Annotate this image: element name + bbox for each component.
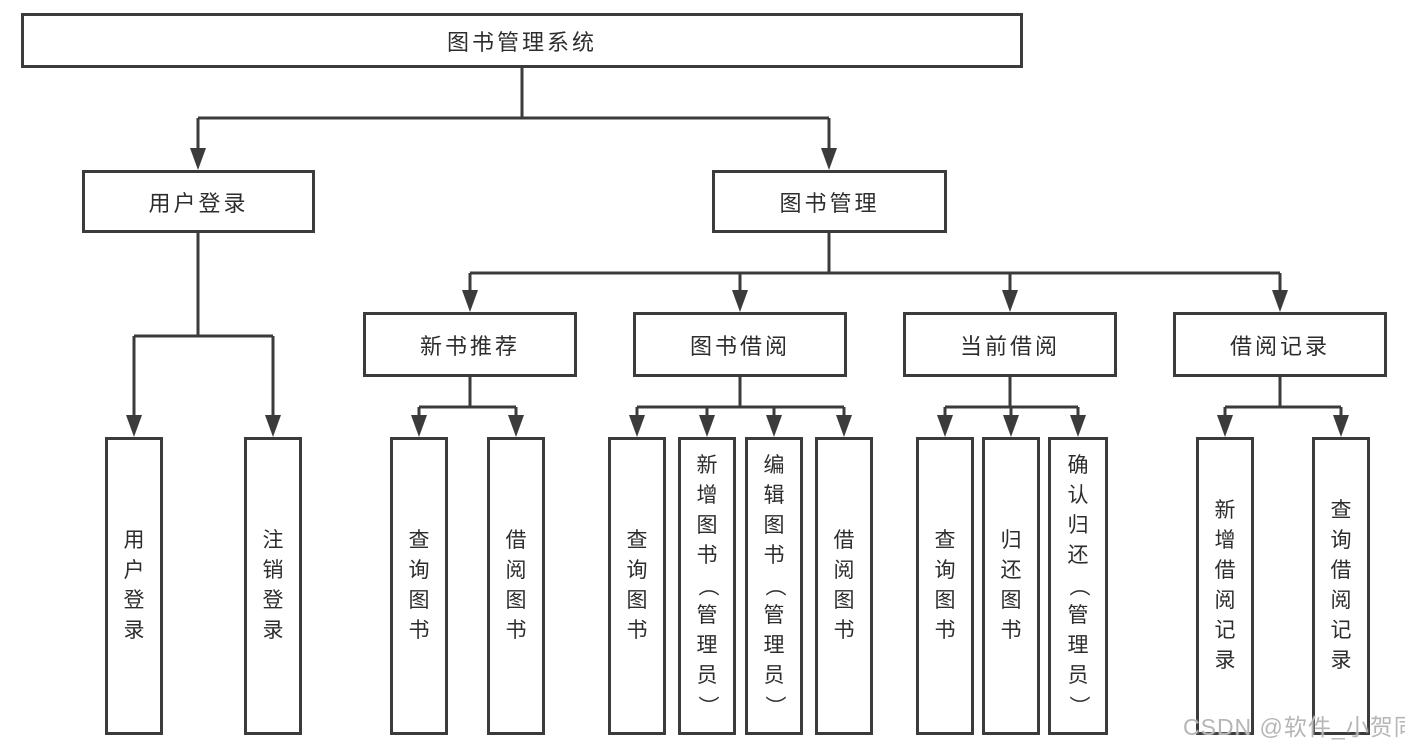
leaf-add-borrow-record: 新增借阅记录 [1196,437,1254,735]
leaf-query-borrow-record: 查询借阅记录 [1312,437,1370,735]
node-book-borrow-label: 图书借阅 [689,333,790,359]
leaf-add-borrow-record-label: 新增借阅记录 [1214,499,1236,672]
csdn-watermark: CSDN @软件_小贺同学 [1183,714,1405,740]
node-borrow-records-label: 借阅记录 [1229,333,1330,359]
leaf-query-books-borrow: 查询图书 [608,437,666,735]
leaf-edit-books-admin-label: 编辑图书（管理员） [763,454,786,717]
connector-bookmgmt-l3 [468,233,1282,292]
node-user-login-label: 用户登录 [148,190,249,216]
leaf-user-login: 用户登录 [105,437,163,735]
leaf-add-books-admin-label: 新增图书（管理员） [696,454,719,717]
node-current-borrow: 当前借阅 [903,312,1117,377]
leaf-query-borrow-record-label: 查询借阅记录 [1330,499,1352,672]
node-new-book-recommend-label: 新书推荐 [419,333,520,359]
node-book-management-label: 图书管理 [779,190,880,216]
leaf-query-books-current: 查询图书 [916,437,974,735]
node-current-borrow-label: 当前借阅 [959,333,1060,359]
leaf-add-books-admin: 新增图书（管理员） [678,437,736,735]
leaf-borrow-books-label: 借阅图书 [833,529,855,642]
node-borrow-records: 借阅记录 [1173,312,1387,377]
leaf-query-books-current-label: 查询图书 [934,529,956,642]
leaf-user-login-label: 用户登录 [123,529,145,642]
leaf-edit-books-admin: 编辑图书（管理员） [745,437,803,735]
connector-userlogin-leaves [132,233,275,417]
leaf-query-books-recommend-label: 查询图书 [408,529,430,642]
node-user-login: 用户登录 [82,170,315,233]
connector-current-leaves [943,377,1080,419]
leaf-logout: 注销登录 [244,437,302,735]
leaf-borrow-books: 借阅图书 [815,437,873,735]
leaf-confirm-return-admin-label: 确认归还（管理员） [1067,454,1090,717]
node-new-book-recommend: 新书推荐 [363,312,577,377]
leaf-logout-label: 注销登录 [262,529,284,642]
leaf-query-books-borrow-label: 查询图书 [626,529,648,642]
connector-borrow-leaves [635,377,846,419]
node-root: 图书管理系统 [21,13,1023,68]
node-root-label: 图书管理系统 [446,29,597,55]
leaf-return-books: 归还图书 [982,437,1040,735]
node-book-borrow: 图书借阅 [633,312,847,377]
leaf-query-books-recommend: 查询图书 [390,437,448,735]
leaf-confirm-return-admin: 确认归还（管理员） [1048,437,1108,735]
connector-records-leaves [1223,377,1343,419]
leaf-borrow-books-recommend: 借阅图书 [487,437,545,735]
leaf-borrow-books-recommend-label: 借阅图书 [505,529,527,642]
node-book-management: 图书管理 [712,170,947,233]
connector-root-l2 [196,68,831,150]
connector-newbook-leaves [417,377,518,419]
leaf-return-books-label: 归还图书 [1000,529,1022,642]
arrowheads [126,148,1349,437]
